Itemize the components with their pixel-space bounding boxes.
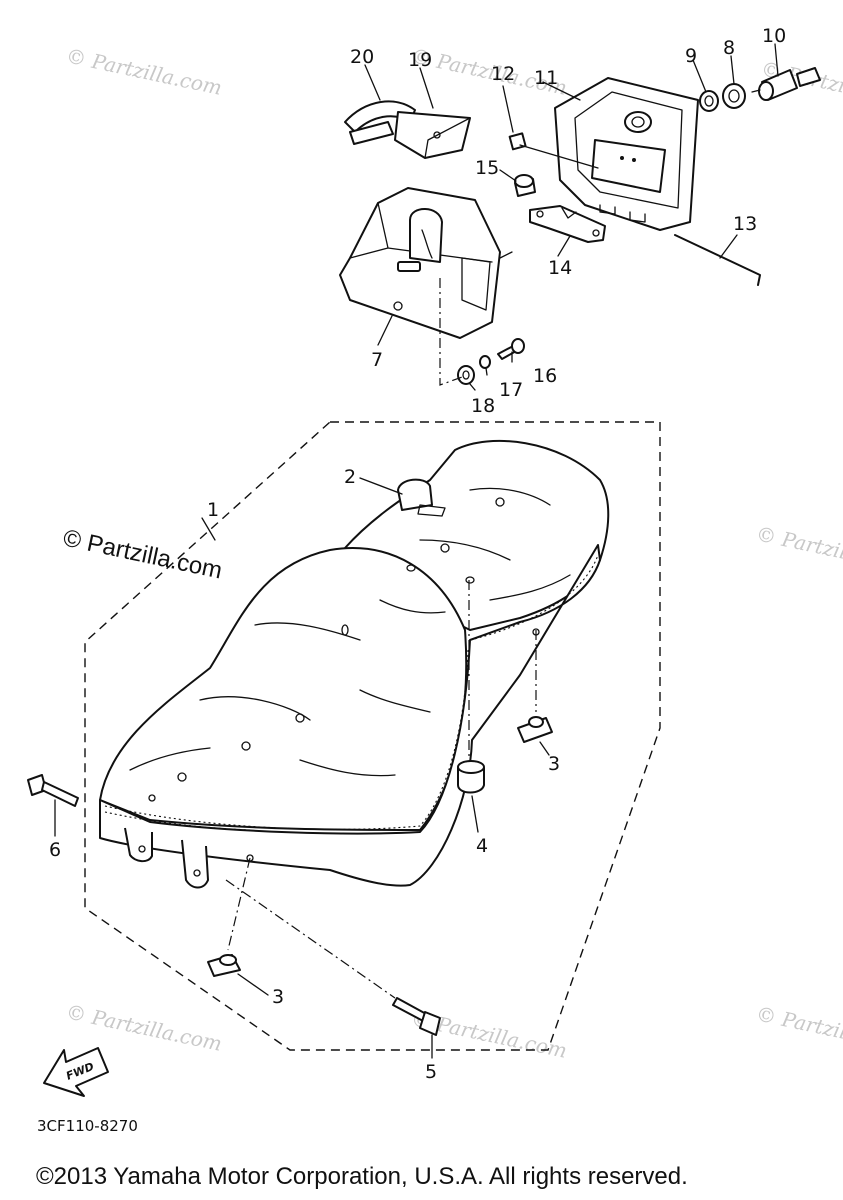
part-18-collar (457, 365, 475, 385)
part-10-lock (751, 67, 821, 101)
part-4-damper (457, 760, 485, 794)
callout-8: 8 (723, 37, 735, 59)
callout-17: 17 (499, 379, 523, 401)
callout-3-front: 3 (272, 986, 284, 1008)
part-3-bracket-rear (517, 716, 553, 743)
callout-19: 19 (408, 49, 432, 71)
watermark-bottom-left: © Partzilla.com (64, 999, 224, 1055)
watermark-bottom-right: © Partzilla.com (754, 1001, 843, 1057)
callout-4: 4 (476, 835, 488, 857)
callout-6: 6 (49, 839, 61, 861)
callout-18: 18 (471, 395, 495, 417)
part-9-washer (699, 90, 719, 112)
part-7-cover (339, 187, 501, 339)
part-5-bolt (392, 997, 441, 1036)
part-7-fastener-line (439, 278, 466, 386)
part-11-tray (554, 77, 699, 231)
part-19-pad (394, 111, 471, 159)
callout-15: 15 (475, 157, 499, 179)
callout-10: 10 (762, 25, 786, 47)
part-8-grommet (722, 83, 746, 109)
callout-3-rear: 3 (548, 753, 560, 775)
part-16-bolt (497, 338, 525, 360)
part-17-washer (479, 355, 491, 369)
watermark-right: © Partzilla.com (754, 521, 843, 577)
align-line-bolt-5 (225, 879, 396, 999)
fwd-arrow-icon: FWD (43, 1047, 109, 1097)
part-3-bracket-front (207, 954, 241, 977)
part-12-clip (508, 132, 527, 151)
seat-assembly-boundary (84, 421, 661, 1051)
part-1-seat (99, 439, 610, 889)
callout-20: 20 (350, 46, 374, 68)
part-6-bolt (27, 774, 79, 807)
callout-2: 2 (344, 466, 356, 488)
leader-lines (54, 43, 779, 1059)
part-14-bracket (529, 205, 606, 243)
callout-14: 14 (548, 257, 572, 279)
callout-5: 5 (425, 1061, 437, 1083)
part-13-rod (674, 234, 761, 286)
part-2-strap (397, 478, 446, 517)
copyright-notice: ©2013 Yamaha Motor Corporation, U.S.A. A… (36, 1163, 688, 1190)
callout-9: 9 (685, 45, 697, 67)
watermark-top-left: © Partzilla.com (64, 43, 224, 99)
callout-12: 12 (491, 63, 515, 85)
align-line-front-bracket (227, 857, 251, 951)
callout-7: 7 (371, 349, 383, 371)
watermark-dark: © Partzilla.com (61, 524, 225, 584)
part-15-cap-nut (514, 174, 536, 197)
callout-16: 16 (533, 365, 557, 387)
part-20-strap (344, 100, 416, 145)
callout-11: 11 (534, 67, 558, 89)
callout-1: 1 (207, 499, 219, 521)
callout-13: 13 (733, 213, 757, 235)
diagram-code: 3CF110-8270 (37, 1117, 138, 1135)
